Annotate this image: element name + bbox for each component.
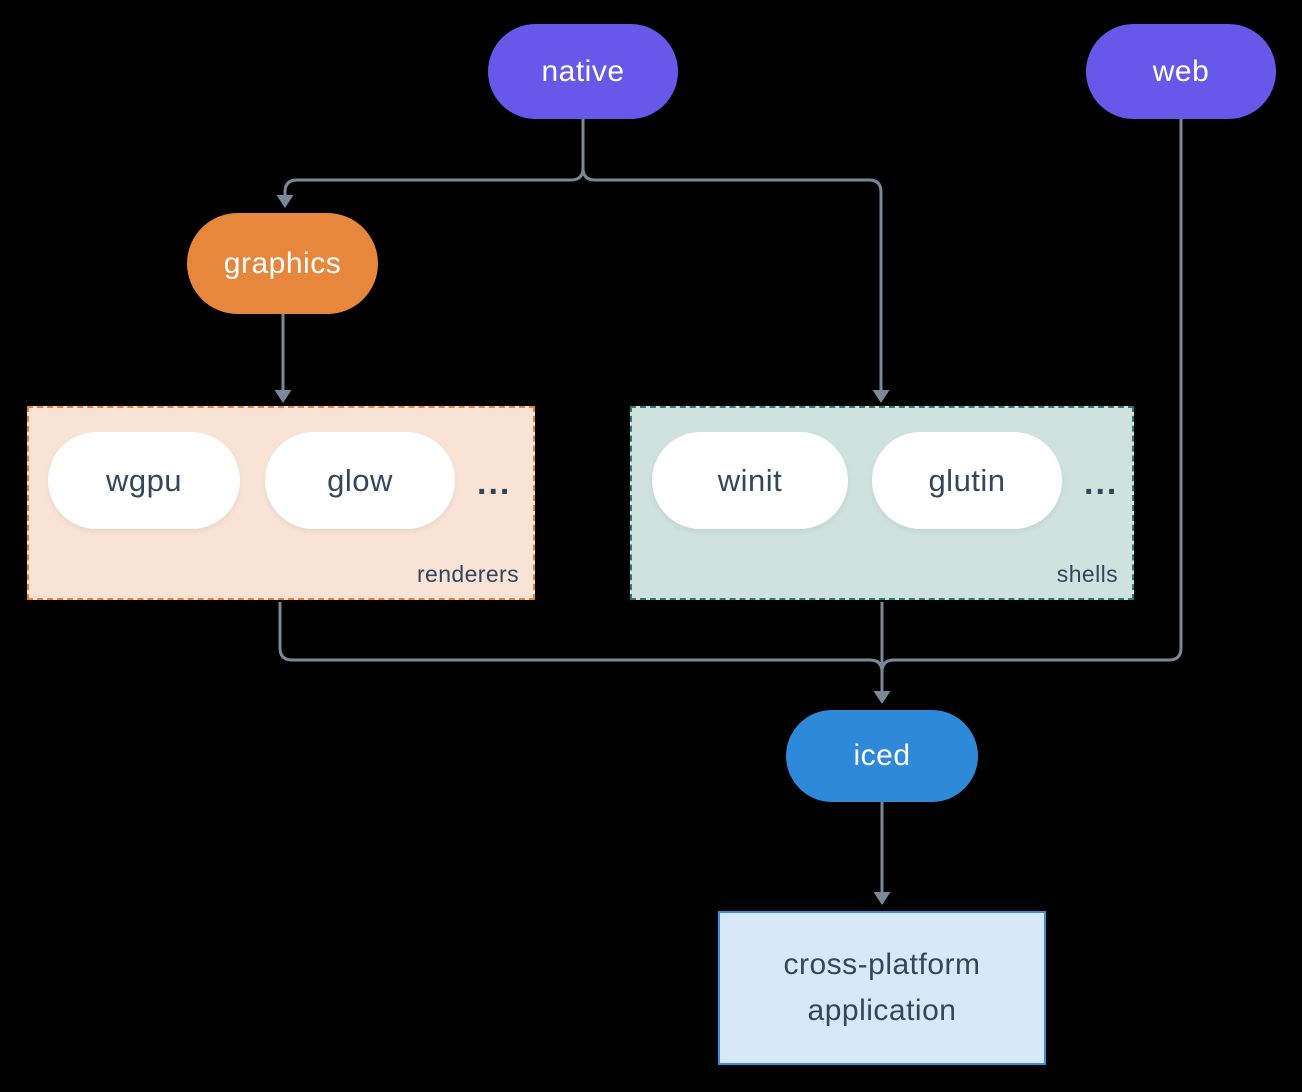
node-graphics-label: graphics <box>223 246 342 280</box>
arrowhead-graphics <box>276 195 294 208</box>
shells-ellipsis: ... <box>1084 464 1119 502</box>
pill-winit: winit <box>652 432 848 529</box>
arrowhead-renderers <box>274 390 292 403</box>
app-label-line2: application <box>807 994 957 1027</box>
pill-glutin-label: glutin <box>928 462 1006 498</box>
edge-renderers-to-iced <box>278 602 884 673</box>
pill-glow: glow <box>265 432 455 529</box>
node-native-label: native <box>541 54 625 88</box>
node-iced-label: iced <box>853 739 911 772</box>
pill-wgpu: wgpu <box>48 432 240 529</box>
group-shells: winit glutin ... shells <box>630 406 1134 600</box>
shells-label: shells <box>1056 561 1118 587</box>
node-graphics: graphics <box>187 213 378 314</box>
node-cross-platform-application: cross-platform application <box>718 911 1046 1065</box>
pill-glow-label: glow <box>327 462 393 498</box>
app-label-line1: cross-platform <box>783 947 981 981</box>
renderers-label: renderers <box>416 561 519 587</box>
node-web: web <box>1086 24 1276 119</box>
pill-glutin: glutin <box>872 432 1062 529</box>
node-web-label: web <box>1152 54 1210 88</box>
arrowhead-shells <box>872 390 890 403</box>
group-renderers: wgpu glow ... renderers <box>27 406 535 600</box>
edge-native-to-graphics <box>283 119 585 196</box>
pill-winit-label: winit <box>717 462 783 498</box>
pill-wgpu-label: wgpu <box>105 462 183 498</box>
node-iced: iced <box>786 710 978 802</box>
arrowhead-iced <box>873 691 891 704</box>
node-native: native <box>488 24 678 119</box>
arrowhead-app <box>873 892 891 905</box>
renderers-ellipsis: ... <box>477 464 512 502</box>
edge-native-to-shells <box>581 119 883 391</box>
